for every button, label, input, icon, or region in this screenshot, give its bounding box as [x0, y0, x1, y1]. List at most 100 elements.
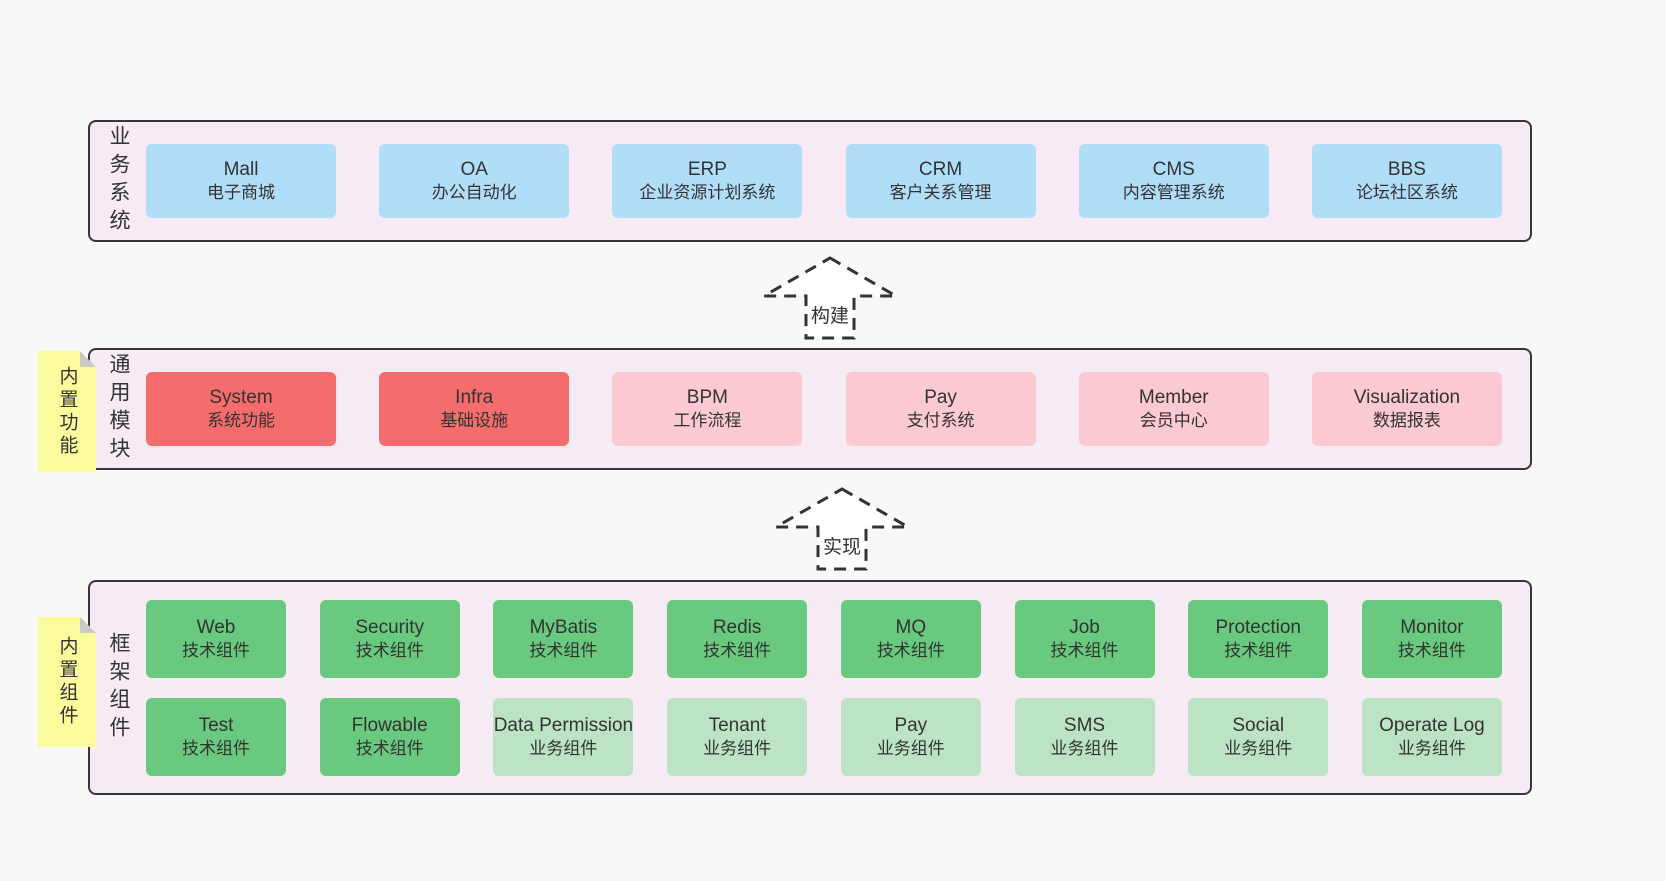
box-bpm-subtitle: 工作流程: [673, 411, 742, 431]
box-data-permission: Data Permission 业务组件: [493, 697, 634, 776]
box-mybatis-subtitle: 技术组件: [529, 640, 598, 660]
box-social: Social 业务组件: [1188, 697, 1329, 776]
layer-business-systems: 业务系统 Mall 电子商城 OA 办公自动化 ERP 企业资源计划系统 CRM…: [88, 120, 1532, 242]
box-operate-log-subtitle: 业务组件: [1397, 738, 1466, 758]
box-mall: Mall 电子商城: [146, 144, 336, 218]
box-web-subtitle: 技术组件: [182, 640, 250, 660]
arrow-implement-label: 实现: [822, 537, 861, 558]
box-pay-title: Pay: [924, 387, 957, 409]
business-boxes-row: Mall 电子商城 OA 办公自动化 ERP 企业资源计划系统 CRM 客户关系…: [146, 122, 1530, 240]
box-test: Test 技术组件: [146, 697, 286, 776]
sticky-built-in-features: 内置功能: [38, 351, 96, 472]
components-row-2: Test 技术组件 Flowable 技术组件 Data Permission …: [146, 697, 1502, 776]
box-cms-title: CMS: [1152, 159, 1195, 181]
box-pay: Pay 支付系统: [845, 372, 1036, 446]
box-mall-title: Mall: [223, 159, 259, 181]
box-tenant-title: Tenant: [708, 714, 766, 736]
box-bbs-title: BBS: [1387, 159, 1426, 181]
layer-modules-label: 通用模块: [107, 353, 130, 465]
box-erp: ERP 企业资源计划系统: [612, 144, 803, 218]
box-bbs: BBS 论坛社区系统: [1311, 144, 1502, 218]
box-security: Security 技术组件: [319, 599, 460, 678]
box-job: Job 技术组件: [1014, 599, 1155, 678]
box-protection-subtitle: 技术组件: [1224, 640, 1293, 660]
box-cms: CMS 内容管理系统: [1078, 144, 1269, 218]
box-mall-subtitle: 电子商城: [207, 183, 275, 203]
box-protection-title: Protection: [1215, 616, 1301, 638]
box-crm-title: CRM: [918, 159, 963, 181]
box-crm-subtitle: 客户关系管理: [889, 183, 992, 203]
box-sms-subtitle: 业务组件: [1050, 738, 1119, 758]
box-erp-subtitle: 企业资源计划系统: [639, 183, 776, 203]
box-social-title: Social: [1232, 714, 1285, 736]
arrow-implement: 实现: [772, 486, 912, 572]
box-flowable-title: Flowable: [351, 714, 428, 736]
box-data-permission-title: Data Permission: [493, 714, 634, 736]
arrow-build: 构建: [760, 255, 900, 341]
box-infra-subtitle: 基础设施: [440, 411, 509, 431]
box-job-subtitle: 技术组件: [1050, 640, 1119, 660]
box-system-title: System: [209, 387, 273, 409]
box-flowable-subtitle: 技术组件: [355, 738, 424, 758]
box-sms: SMS 业务组件: [1014, 697, 1155, 776]
box-operate-log: Operate Log 业务组件: [1361, 697, 1502, 776]
box-infra: Infra 基础设施: [379, 372, 570, 446]
layer-components-label: 框架组件: [107, 631, 130, 744]
box-web: Web 技术组件: [146, 599, 286, 678]
box-monitor-title: Monitor: [1400, 616, 1464, 638]
sticky-built-in-components: 内置组件: [38, 617, 96, 747]
box-bpm-title: BPM: [686, 387, 728, 409]
box-operate-log-title: Operate Log: [1379, 714, 1485, 736]
box-redis-subtitle: 技术组件: [703, 640, 772, 660]
box-pay-subtitle: 支付系统: [906, 411, 975, 431]
box-monitor: Monitor 技术组件: [1361, 599, 1502, 678]
box-system: System 系统功能: [146, 372, 336, 446]
box-member: Member 会员中心: [1078, 372, 1269, 446]
box-redis: Redis 技术组件: [667, 599, 808, 678]
box-test-subtitle: 技术组件: [182, 738, 250, 758]
box-redis-title: Redis: [712, 616, 762, 638]
box-bbs-subtitle: 论坛社区系统: [1355, 183, 1458, 203]
box-tenant: Tenant 业务组件: [667, 697, 808, 776]
box-mq-subtitle: 技术组件: [876, 640, 945, 660]
box-security-title: Security: [355, 616, 425, 638]
box-web-title: Web: [196, 616, 236, 638]
box-mybatis: MyBatis 技术组件: [493, 599, 634, 678]
box-bpm: BPM 工作流程: [612, 372, 803, 446]
box-member-title: Member: [1138, 387, 1209, 409]
box-visualization: Visualization 数据报表: [1311, 372, 1502, 446]
box-infra-title: Infra: [455, 387, 494, 409]
box-oa-subtitle: 办公自动化: [431, 183, 517, 203]
box-monitor-subtitle: 技术组件: [1397, 640, 1466, 660]
box-social-subtitle: 业务组件: [1224, 738, 1293, 758]
sticky-built-in-features-label: 内置功能: [56, 365, 78, 458]
arrow-build-label: 构建: [810, 306, 849, 327]
box-flowable: Flowable 技术组件: [319, 697, 460, 776]
sticky-built-in-components-label: 内置组件: [56, 636, 78, 728]
box-pay-component-title: Pay: [894, 714, 928, 736]
box-data-permission-subtitle: 业务组件: [529, 738, 598, 758]
box-crm: CRM 客户关系管理: [845, 144, 1036, 218]
components-rows: Web 技术组件 Security 技术组件 MyBatis 技术组件 Redi…: [146, 582, 1530, 793]
up-arrow-icon: [760, 256, 900, 340]
box-protection: Protection 技术组件: [1188, 599, 1329, 678]
box-pay-component-subtitle: 业务组件: [876, 738, 945, 758]
box-tenant-subtitle: 业务组件: [703, 738, 772, 758]
box-test-title: Test: [198, 714, 234, 736]
box-erp-title: ERP: [687, 159, 727, 181]
box-job-title: Job: [1069, 616, 1100, 638]
box-pay-component: Pay 业务组件: [840, 697, 981, 776]
layer-business-label: 业务系统: [107, 125, 130, 237]
box-system-subtitle: 系统功能: [207, 411, 275, 431]
box-mq-title: MQ: [895, 616, 927, 638]
box-cms-subtitle: 内容管理系统: [1122, 183, 1225, 203]
layer-framework-components: 框架组件 Web 技术组件 Security 技术组件 MyBatis 技术组件…: [88, 580, 1532, 795]
modules-boxes-row: System 系统功能 Infra 基础设施 BPM 工作流程 Pay 支付系统…: [146, 350, 1530, 468]
layer-common-modules: 通用模块 System 系统功能 Infra 基础设施 BPM 工作流程 Pay…: [88, 348, 1532, 470]
box-security-subtitle: 技术组件: [355, 640, 424, 660]
box-oa-title: OA: [460, 159, 488, 181]
box-member-subtitle: 会员中心: [1139, 411, 1208, 431]
box-sms-title: SMS: [1063, 714, 1106, 736]
box-visualization-title: Visualization: [1353, 387, 1461, 409]
components-row-1: Web 技术组件 Security 技术组件 MyBatis 技术组件 Redi…: [146, 599, 1502, 678]
